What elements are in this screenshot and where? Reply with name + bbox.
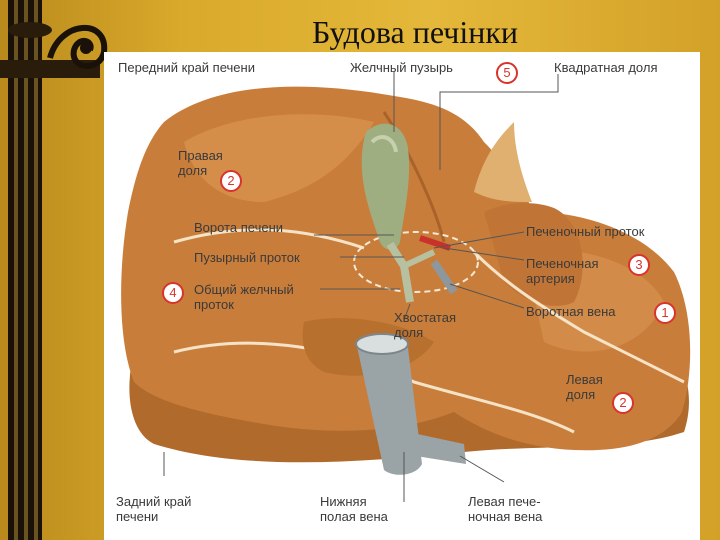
label-cystic-duct: Пузырный проток: [194, 250, 300, 265]
label-left-lobe: Левая доля: [566, 372, 603, 402]
badge-portal-vein: 1: [654, 302, 676, 324]
label-common-bile-duct: Общий желчный проток: [194, 282, 294, 312]
decorative-column: [0, 0, 110, 540]
label-hepatic-artery: Печеночная артерия: [526, 256, 599, 286]
label-left-hepatic-vein: Левая пече- ночная вена: [468, 494, 543, 524]
badge-right-lobe: 2: [220, 170, 242, 192]
badge-common-bile-duct: 4: [162, 282, 184, 304]
slide-title: Будова печінки: [311, 14, 519, 50]
liver-illustration: [121, 72, 691, 502]
label-porta: Ворота печени: [194, 220, 284, 235]
label-caudate-lobe: Хвостатая доля: [394, 310, 456, 340]
label-portal-vein: Воротная вена: [526, 304, 616, 319]
label-quadrate-lobe: Квадратная доля: [554, 60, 658, 75]
label-inferior-vena-cava: Нижняя полая вена: [320, 494, 388, 524]
badge-hepatic-artery: 3: [628, 254, 650, 276]
badge-left-lobe: 2: [612, 392, 634, 414]
label-gallbladder: Желчный пузырь: [350, 60, 453, 75]
label-right-lobe: Правая доля: [178, 148, 223, 178]
label-back-edge: Задний край печени: [116, 494, 192, 524]
label-hepatic-duct: Печеночный проток: [526, 224, 645, 239]
liver-diagram: Передний край печени Желчный пузырь 5 Кв…: [104, 52, 700, 540]
badge-gallbladder: 5: [496, 62, 518, 84]
label-front-edge: Передний край печени: [118, 60, 255, 75]
